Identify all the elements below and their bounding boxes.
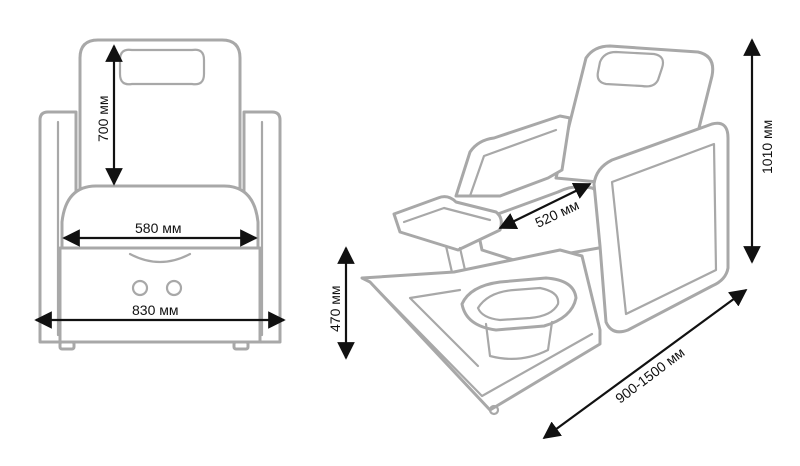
back-height-dimension: 700 мм (95, 44, 123, 186)
perspective-view-chair (360, 44, 730, 416)
foot-left (58, 340, 76, 351)
total-width-dimension: 830 мм (34, 302, 286, 329)
footrest (392, 195, 503, 252)
seat-width-label: 580 мм (135, 220, 182, 236)
seat-width-dimension: 580 мм (62, 220, 258, 247)
back-height-label: 700 мм (95, 96, 111, 143)
foot-right (232, 340, 250, 351)
total-height-label: 1010 мм (759, 120, 775, 174)
control-knob-left (131, 279, 149, 297)
length-range-label: 900-1500 мм (612, 344, 687, 406)
perspective-headrest (596, 50, 665, 88)
headrest (118, 48, 206, 86)
drawer-wheel (488, 404, 500, 416)
footbath-drawer (360, 248, 602, 412)
footbath-height-dimension: 470 мм (327, 246, 355, 360)
total-width-label: 830 мм (132, 302, 179, 318)
control-knob-right (165, 279, 183, 297)
total-height-dimension: 1010 мм (743, 38, 775, 264)
footbath-height-label: 470 мм (327, 286, 343, 333)
